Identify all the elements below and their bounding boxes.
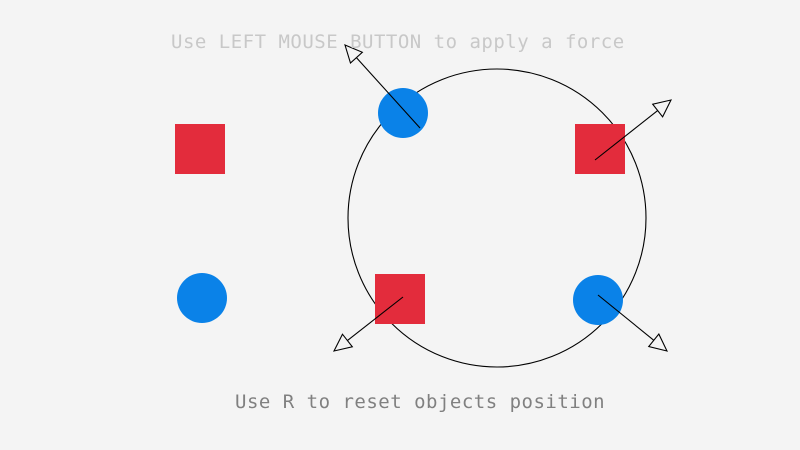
physics-ball[interactable]: [378, 88, 428, 138]
force-arrow: [332, 296, 404, 352]
force-arrows-layer: [332, 44, 673, 352]
physics-ball[interactable]: [177, 273, 227, 323]
physics-box[interactable]: [175, 124, 225, 174]
boundary-circle: [347, 68, 647, 368]
physics-box[interactable]: [575, 124, 625, 174]
force-arrow-shaft: [355, 57, 421, 129]
force-arrow: [594, 99, 673, 161]
force-arrow-head: [651, 99, 673, 118]
force-arrow-shaft: [597, 294, 655, 341]
force-arrow: [597, 294, 669, 352]
hint-apply-force: Use LEFT MOUSE BUTTON to apply a force: [171, 31, 625, 53]
force-arrow-head: [332, 333, 354, 352]
objects-layer[interactable]: [175, 88, 625, 325]
force-arrow-head: [647, 333, 669, 352]
force-arrow: [344, 44, 421, 129]
physics-ball[interactable]: [573, 275, 623, 325]
force-arrow-head: [344, 44, 364, 64]
force-arrow-shaft: [594, 110, 658, 161]
force-arrow-shaft: [347, 296, 404, 341]
hint-reset-objects: Use R to reset objects position: [235, 391, 606, 413]
